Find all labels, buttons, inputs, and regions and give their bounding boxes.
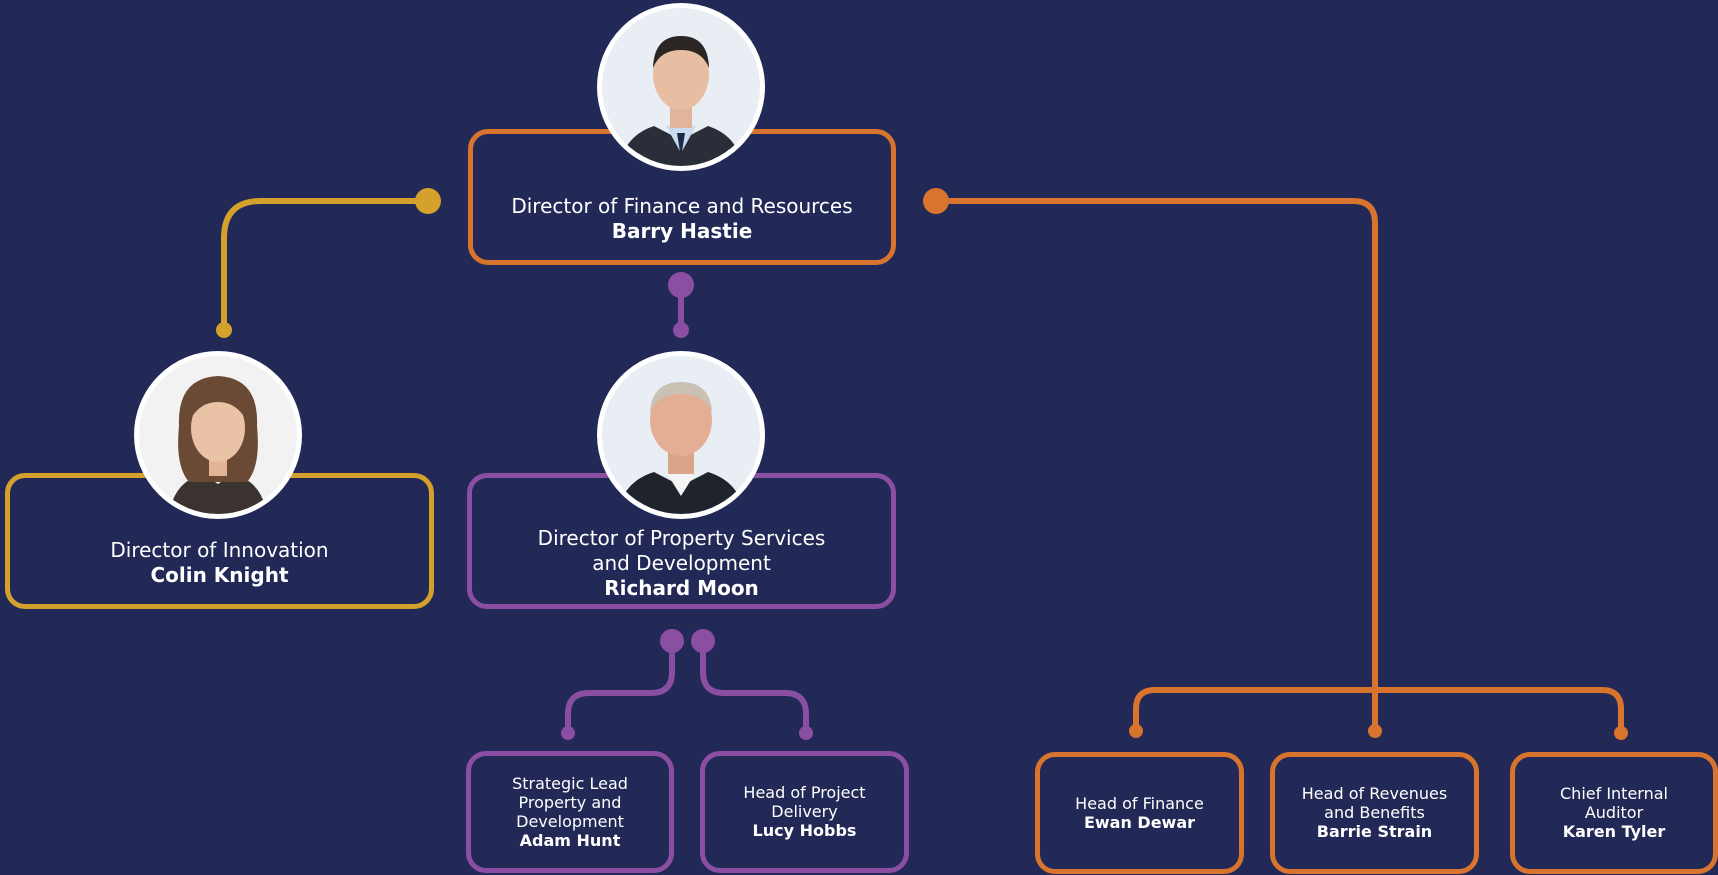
person-name: Ewan Dewar	[1083, 812, 1196, 832]
role-label-line3: Development	[516, 811, 624, 831]
card-head-revenues[interactable]: Head of Revenues and Benefits Barrie Str…	[1270, 752, 1479, 874]
card-strategic-lead[interactable]: Strategic Lead Property and Development …	[466, 751, 674, 873]
connector-dot	[1614, 726, 1628, 740]
card-chief-auditor[interactable]: Chief Internal Auditor Karen Tyler	[1510, 752, 1718, 874]
connector-dot	[415, 188, 441, 214]
connector-dot	[923, 188, 949, 214]
connector-heads-bar	[1133, 687, 1624, 733]
role-label: Director of Finance and Resources	[511, 194, 853, 218]
man-portrait-icon	[602, 8, 760, 166]
connector-dot	[1129, 724, 1143, 738]
connector-dot	[660, 629, 684, 653]
man-portrait-icon	[602, 356, 760, 514]
avatar-director-property	[597, 351, 765, 519]
avatar-director-innovation	[134, 351, 302, 519]
role-label-line1: Strategic Lead	[512, 773, 628, 793]
card-head-project-delivery[interactable]: Head of Project Delivery Lucy Hobbs	[700, 751, 909, 873]
person-name: Richard Moon	[604, 575, 759, 600]
person-name: Adam Hunt	[519, 830, 621, 850]
role-label-line1: Chief Internal	[1560, 784, 1668, 803]
card-head-finance[interactable]: Head of Finance Ewan Dewar	[1035, 752, 1244, 874]
connector-innovation	[221, 198, 428, 330]
person-name: Lucy Hobbs	[752, 821, 857, 840]
connector-dot	[668, 272, 694, 298]
connector-dot	[799, 726, 813, 740]
role-label-line2: and Development	[592, 550, 771, 575]
role-label-line2: Delivery	[771, 802, 838, 821]
connector-dot	[1368, 724, 1382, 738]
role-label-line2: and Benefits	[1324, 803, 1425, 822]
person-name: Barry Hastie	[611, 219, 753, 243]
connector-dot	[561, 726, 575, 740]
person-name: Barrie Strain	[1316, 822, 1433, 841]
connector-project-delivery	[700, 641, 809, 733]
connector-finance-branch	[936, 198, 1378, 731]
role-label: Head of Finance	[1075, 793, 1204, 813]
role-label-line1: Head of Revenues	[1301, 784, 1448, 803]
connector-strategic-lead	[565, 641, 675, 733]
person-name: Colin Knight	[150, 563, 289, 587]
person-name: Karen Tyler	[1562, 822, 1666, 841]
connector-dot	[673, 322, 689, 338]
role-label-line2: Property and	[518, 792, 622, 812]
role-label-line2: Auditor	[1584, 803, 1644, 822]
connector-dot	[216, 322, 232, 338]
role-label: Director of Innovation	[110, 538, 329, 562]
role-label-line1: Director of Property Services	[537, 525, 826, 550]
avatar-director-finance	[597, 3, 765, 171]
role-label-line1: Head of Project	[743, 783, 866, 802]
woman-portrait-icon	[139, 356, 297, 514]
connector-dot	[691, 629, 715, 653]
